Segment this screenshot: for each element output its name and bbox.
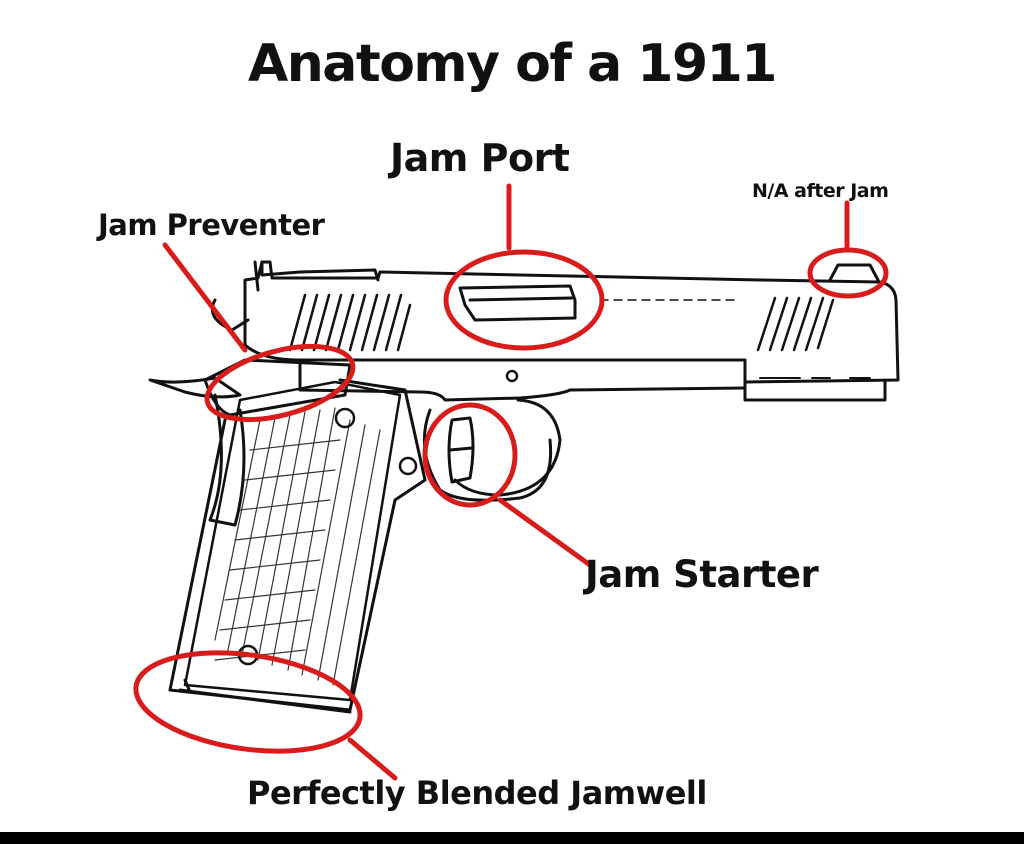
jamwell-leader (347, 737, 398, 781)
grip-frame (168, 378, 427, 712)
label-jam-starter: Jam Starter (585, 553, 819, 596)
label-jam-preventer: Jam Preventer (98, 208, 325, 242)
magwell (178, 678, 352, 714)
jam-preventer-leader (162, 242, 248, 353)
frame-outline (298, 358, 747, 402)
label-jamwell: Perfectly Blended Jamwell (247, 774, 707, 812)
jam-starter-circle (422, 402, 518, 508)
diagram-title: Anatomy of a 1911 (248, 34, 778, 94)
bottom-border (0, 832, 1024, 844)
dust-cover (743, 358, 887, 402)
jamwell-circle (133, 650, 363, 754)
jam-port-circle (443, 249, 605, 351)
rear-sight (253, 260, 380, 292)
grip-texture (214, 407, 381, 686)
jam-starter-leader (497, 497, 593, 568)
front-serrations (756, 296, 835, 352)
trigger (447, 416, 475, 484)
grip-panel (183, 380, 402, 702)
front-sight (828, 263, 880, 282)
rear-serrations (288, 293, 412, 352)
label-na-after-jam: N/A after Jam (752, 180, 889, 202)
label-jam-port: Jam Port (390, 136, 570, 180)
jam-preventer-circle (204, 344, 356, 422)
hammer (148, 298, 250, 399)
ejection-port-outline (458, 284, 577, 322)
